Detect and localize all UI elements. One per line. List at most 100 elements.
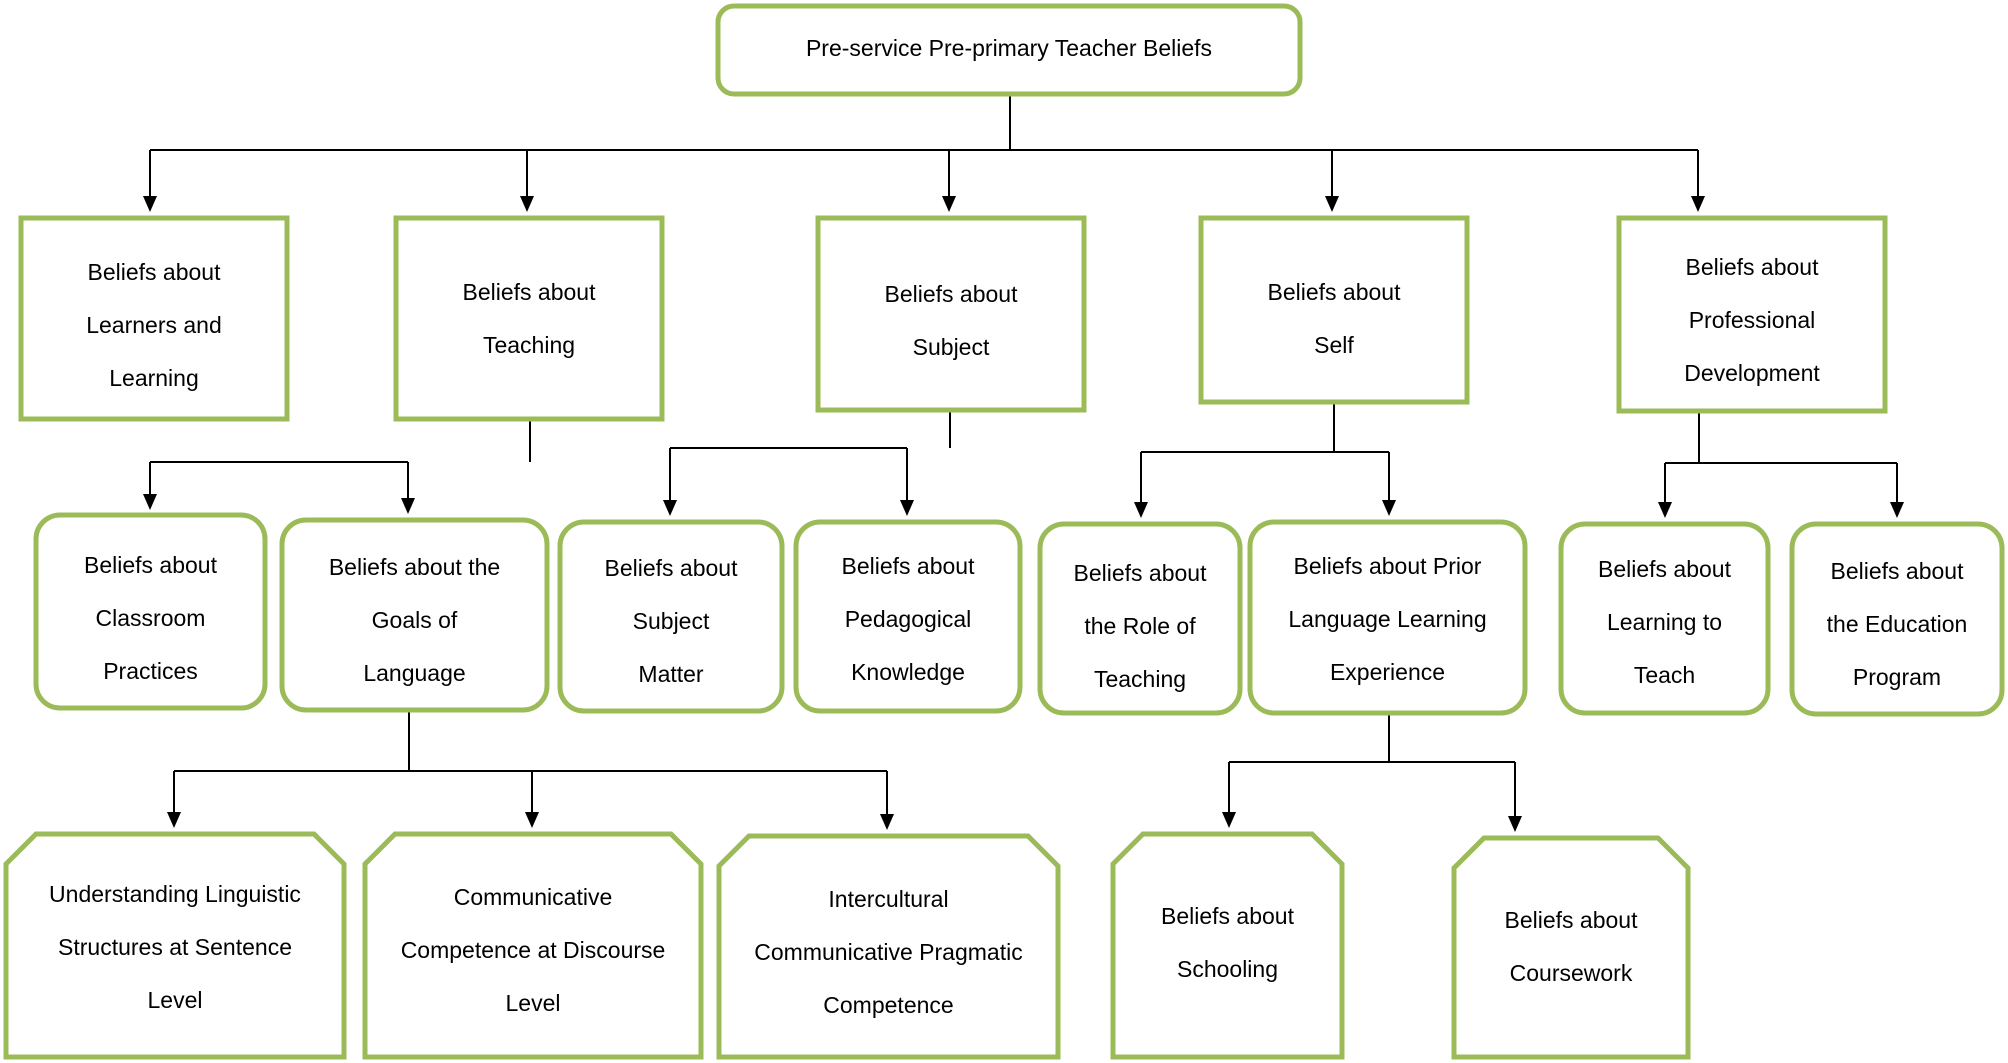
node-label-line: Learning to (1607, 609, 1722, 635)
node-label-line: Beliefs about (88, 259, 222, 285)
node-label-line: Beliefs about the (329, 554, 500, 580)
node-label-line: Coursework (1510, 960, 1633, 986)
node-label-line: Beliefs about (1161, 903, 1295, 929)
node-label-line: Beliefs about (463, 279, 597, 305)
node-label-line: Beliefs about (1268, 279, 1402, 305)
node-box (557, 519, 785, 714)
node-box (815, 215, 1087, 413)
node-label-line: Communicative Pragmatic (754, 939, 1022, 965)
node-box (793, 519, 1023, 714)
node-box (3, 831, 347, 1060)
node-box (1789, 521, 2005, 717)
node-box (1558, 521, 1771, 716)
node-label-line: Beliefs about (885, 281, 1019, 307)
node-label-line: Level (506, 990, 561, 1016)
node-box (1247, 519, 1528, 716)
node-label-line: Teach (1634, 662, 1695, 688)
node-box (1037, 521, 1243, 716)
arrowhead (401, 498, 415, 514)
node-label-line: Classroom (96, 605, 206, 631)
node-label-line: the Role of (1084, 613, 1196, 639)
node-label-line: Professional (1689, 307, 1816, 333)
node-box (1198, 215, 1470, 405)
node-label-line: Beliefs about (605, 555, 739, 581)
node-box (33, 512, 268, 711)
node-label-line: Beliefs about (84, 552, 218, 578)
node-label-line: Competence at Discourse (401, 937, 666, 963)
arrowhead (900, 500, 914, 516)
node-box (18, 215, 290, 422)
node-label-line: Language Learning (1288, 606, 1486, 632)
node-box (279, 517, 550, 713)
arrowhead (1222, 812, 1236, 828)
node-label-line: Learners and (86, 312, 222, 338)
node-label-line: Intercultural (828, 886, 948, 912)
node-label-line: Beliefs about Prior (1294, 553, 1482, 579)
node-label-line: Beliefs about (1598, 556, 1732, 582)
nodes: Pre-service Pre-primary Teacher BeliefsB… (3, 3, 2005, 1060)
node-box (1110, 831, 1345, 1060)
connectors (143, 94, 1904, 832)
arrowhead (1382, 500, 1396, 516)
node-label-line: Practices (103, 658, 198, 684)
node-box (362, 831, 704, 1060)
node-box (1451, 835, 1691, 1060)
arrowhead (942, 196, 956, 212)
node-label-line: Teaching (1094, 666, 1186, 692)
arrowhead (1890, 502, 1904, 518)
node-label-line: Beliefs about (1831, 558, 1965, 584)
node-label-line: Level (148, 987, 203, 1013)
node-label-line: Subject (633, 608, 710, 634)
arrowhead (143, 196, 157, 212)
node-label-line: Self (1314, 332, 1354, 358)
arrowhead (1134, 502, 1148, 518)
arrowhead (1508, 816, 1522, 832)
node-label-line: Experience (1330, 659, 1445, 685)
node-label-line: Knowledge (851, 659, 965, 685)
arrowhead (1691, 196, 1705, 212)
node-box (715, 3, 1303, 97)
arrowhead (1325, 196, 1339, 212)
node-label-line: Pedagogical (845, 606, 972, 632)
arrowhead (1658, 502, 1672, 518)
node-label-line: Goals of (372, 607, 458, 633)
node-label-line: Subject (913, 334, 990, 360)
node-box (393, 215, 665, 422)
node-root: Pre-service Pre-primary Teacher Beliefs (715, 3, 1303, 97)
node-label-line: Language (363, 660, 465, 686)
node-label-line: Matter (638, 661, 704, 687)
node-label-line: Beliefs about (842, 553, 976, 579)
node-label-line: Structures at Sentence (58, 934, 292, 960)
arrowhead (520, 196, 534, 212)
arrowhead (167, 812, 181, 828)
node-box (716, 833, 1061, 1060)
arrowhead (525, 812, 539, 828)
node-label-line: Beliefs about (1686, 254, 1820, 280)
node-label-line: Pre-service Pre-primary Teacher Beliefs (806, 35, 1212, 61)
node-label-line: Beliefs about (1505, 907, 1639, 933)
arrowhead (663, 500, 677, 516)
node-label-line: Development (1684, 360, 1820, 386)
node-label-line: Program (1853, 664, 1941, 690)
node-label-line: Teaching (483, 332, 575, 358)
arrowhead (143, 494, 157, 510)
node-box (1616, 215, 1888, 414)
